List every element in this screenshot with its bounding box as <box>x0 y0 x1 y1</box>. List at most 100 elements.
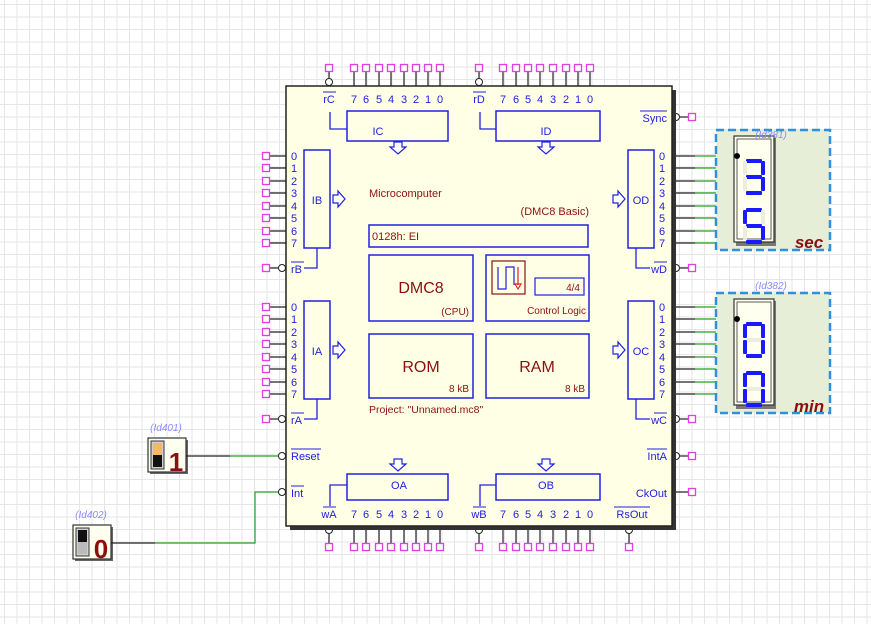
pin-ia-bit-0[interactable] <box>261 302 271 312</box>
control-logic-block[interactable]: 4/4 Control Logic <box>485 254 590 322</box>
port-oa[interactable] <box>346 473 449 501</box>
port-ob[interactable] <box>495 473 601 501</box>
display-sec-id: (Id381) <box>755 130 787 141</box>
pin-inta[interactable] <box>687 451 697 461</box>
pin-ia-bit-3[interactable] <box>261 339 271 349</box>
int-switch[interactable] <box>72 524 113 561</box>
pin-rd[interactable] <box>474 63 484 73</box>
digit-ones <box>743 371 765 407</box>
pin-ia-bit-4[interactable] <box>261 352 271 362</box>
reset-switch[interactable] <box>147 437 188 474</box>
pin-oa-bit-1[interactable] <box>423 542 433 552</box>
port-ic[interactable] <box>346 110 449 142</box>
pin-ia-bit-5[interactable] <box>261 364 271 374</box>
pin-rc[interactable] <box>324 63 334 73</box>
pin-wc[interactable] <box>687 414 697 424</box>
segment-a <box>746 159 762 163</box>
pin-oa-bit-7[interactable] <box>349 542 359 552</box>
pin-ob-bit-4[interactable] <box>535 542 545 552</box>
clock-arrow-icon <box>513 267 523 291</box>
pin-ob-bit-6[interactable] <box>511 542 521 552</box>
pin-ib-bit-0[interactable] <box>261 151 271 161</box>
pin-ib-bit-3[interactable] <box>261 188 271 198</box>
segment-e <box>743 389 747 403</box>
pin-ob-bit-5[interactable] <box>523 542 533 552</box>
pin-wb[interactable] <box>474 542 484 552</box>
port-oc-label: OC <box>633 346 650 358</box>
pin-oa-bit-3[interactable] <box>399 542 409 552</box>
pin-id-bit-3[interactable] <box>548 63 558 73</box>
pin-ib-bit-2[interactable] <box>261 176 271 186</box>
pin-ic-bit-0[interactable] <box>435 63 445 73</box>
pin-ib-bit-5[interactable] <box>261 213 271 223</box>
pin-ib-bit-4[interactable] <box>261 201 271 211</box>
bit-label: 7 <box>291 238 297 250</box>
pin-ob-bit-3[interactable] <box>548 542 558 552</box>
pin-ob-bit-2[interactable] <box>561 542 571 552</box>
pin-ic-bit-3[interactable] <box>399 63 409 73</box>
control-label: Control Logic <box>527 306 586 317</box>
seven-segment-display-sec[interactable] <box>714 128 832 252</box>
port-oc[interactable] <box>627 300 655 400</box>
bit-label: 3 <box>401 509 407 521</box>
pin-ckout[interactable] <box>687 487 697 497</box>
pin-ib-bit-6[interactable] <box>261 226 271 236</box>
pin-oa-bit-4[interactable] <box>386 542 396 552</box>
pin-sync[interactable] <box>687 112 697 122</box>
port-id[interactable] <box>495 110 601 142</box>
rc-label: rC <box>323 94 335 106</box>
port-od[interactable] <box>627 149 655 249</box>
pin-id-bit-5[interactable] <box>523 63 533 73</box>
rd-label: rD <box>473 94 485 106</box>
port-ib-label: IB <box>312 195 322 207</box>
ra-label: rA <box>291 415 303 427</box>
pin-ra[interactable] <box>261 414 271 424</box>
bit-label: 1 <box>575 94 581 106</box>
pin-ib-bit-1[interactable] <box>261 163 271 173</box>
switch-int-value: 0 <box>94 534 108 564</box>
pin-ob-bit-7[interactable] <box>498 542 508 552</box>
pin-ic-bit-4[interactable] <box>386 63 396 73</box>
cpu-block[interactable]: DMC8 (CPU) <box>368 254 474 322</box>
pin-oa-bit-2[interactable] <box>411 542 421 552</box>
pin-ic-bit-2[interactable] <box>411 63 421 73</box>
pin-id-bit-7[interactable] <box>498 63 508 73</box>
pin-wa[interactable] <box>324 542 334 552</box>
wc-label: wC <box>650 415 667 427</box>
bit-label: 4 <box>291 201 297 213</box>
microcomputer-chip[interactable] <box>285 85 676 530</box>
segment-g <box>746 338 762 342</box>
pin-oa-bit-6[interactable] <box>361 542 371 552</box>
pin-id-bit-0[interactable] <box>585 63 595 73</box>
pin-ia-bit-2[interactable] <box>261 327 271 337</box>
seven-segment-display-min[interactable] <box>714 291 832 415</box>
pin-rb[interactable] <box>261 263 271 273</box>
pin-oa-bit-5[interactable] <box>374 542 384 552</box>
ram-block[interactable]: RAM 8 kB <box>485 333 590 399</box>
pin-ic-bit-7[interactable] <box>349 63 359 73</box>
pin-id-bit-1[interactable] <box>573 63 583 73</box>
pin-id-bit-4[interactable] <box>535 63 545 73</box>
pin-id-bit-6[interactable] <box>511 63 521 73</box>
bit-label: 1 <box>575 509 581 521</box>
bit-label: 1 <box>291 163 297 175</box>
pin-ic-bit-1[interactable] <box>423 63 433 73</box>
pin-id-bit-2[interactable] <box>561 63 571 73</box>
pin-ob-bit-1[interactable] <box>573 542 583 552</box>
pin-ib-bit-7[interactable] <box>261 238 271 248</box>
pin-ia-bit-6[interactable] <box>261 377 271 387</box>
pin-wd[interactable] <box>687 263 697 273</box>
pin-rsout[interactable] <box>624 542 634 552</box>
pin-oa-bit-0[interactable] <box>435 542 445 552</box>
bit-label: 5 <box>376 509 382 521</box>
rom-block[interactable]: ROM 8 kB <box>368 333 474 399</box>
segment-f <box>743 210 747 224</box>
segment-e <box>743 340 747 354</box>
pin-ic-bit-5[interactable] <box>374 63 384 73</box>
pin-ia-bit-1[interactable] <box>261 314 271 324</box>
pin-ob-bit-0[interactable] <box>585 542 595 552</box>
segment-b <box>761 161 765 175</box>
pin-ia-bit-7[interactable] <box>261 389 271 399</box>
pin-ic-bit-6[interactable] <box>361 63 371 73</box>
